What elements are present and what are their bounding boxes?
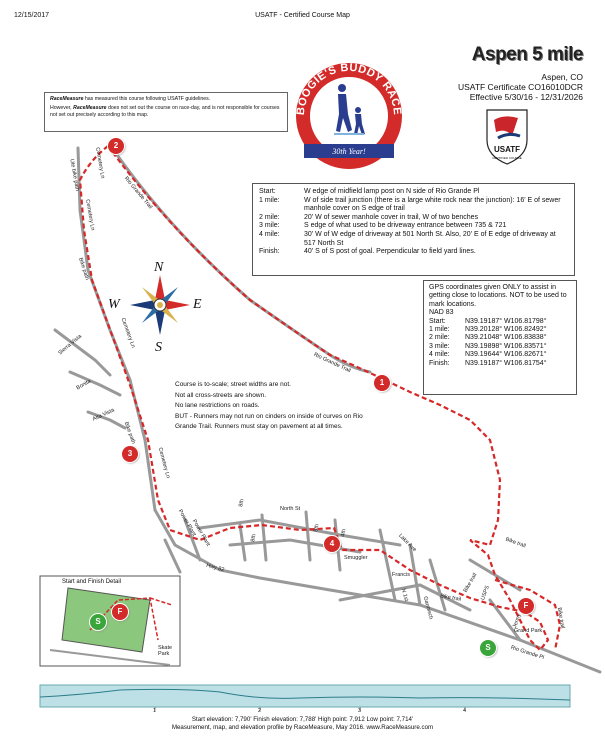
usatf-logo: USATF CERTIFIED COURSE — [486, 109, 528, 165]
gps-start-label: Start: — [429, 317, 446, 325]
course-note: Course is to-scale; street widths are no… — [175, 380, 385, 433]
gps-mile2-label: 2 mile: — [429, 334, 450, 342]
race-logo-banner: 30th Year! — [331, 147, 366, 156]
note-line2a: However, — [50, 105, 74, 112]
finish-label: Finish: — [259, 248, 280, 256]
mile1-desc: W of side trail junction (there is a lar… — [304, 196, 561, 213]
mile-marker-1: 1 — [374, 375, 390, 391]
gps-coordinates: GPS coordinates given ONLY to assist in … — [423, 280, 577, 395]
compass-rose — [130, 275, 190, 335]
street-north-st: North St — [280, 506, 301, 512]
note-brand: RaceMeasure — [50, 96, 84, 102]
header-title: USATF - Certified Course Map — [255, 12, 350, 19]
finish-desc: 40' S of S post of goal. Perpendicular t… — [304, 248, 476, 256]
compass-n: N — [154, 260, 164, 275]
mile3-label: 3 mile: — [259, 222, 280, 230]
gps-datum: NAD 83 — [429, 309, 454, 317]
race-logo: BOOGIE'S BUDDY RACE 30th Year! — [295, 62, 403, 169]
racemeasure-note: RaceMeasure has measured this course fol… — [44, 92, 288, 132]
start-finish-detail — [39, 575, 181, 667]
mile1-label: 1 mile: — [259, 196, 280, 204]
profile-tick-2: 2 — [258, 708, 262, 714]
detail-start-marker: S — [90, 614, 106, 630]
street-francis: Francis — [392, 572, 411, 578]
mile4-label: 4 mile: — [259, 230, 280, 238]
street-skate-park: Skate Park — [158, 645, 173, 657]
gps-mile1-label: 1 mile: — [429, 326, 450, 334]
gps-mile1: N39.20128° W106.82492° — [465, 326, 547, 334]
mile4-desc: 30' W of W edge of driveway at 501 North… — [304, 230, 556, 247]
gps-finish: N39.19187° W106.81754° — [465, 359, 547, 367]
course-note-2: Not all cross-streets are shown. — [175, 391, 267, 399]
gps-intro: GPS coordinates given ONLY to assist in … — [429, 284, 567, 308]
detail-finish-marker: F — [112, 604, 128, 620]
start-label: Start: — [259, 188, 276, 195]
finish-marker: F — [518, 598, 534, 614]
gps-start: N39.19187° W106.81798° — [465, 317, 547, 325]
gps-mile4-label: 4 mile: — [429, 351, 450, 359]
profile-tick-1: 1 — [153, 708, 157, 714]
start-marker: S — [480, 640, 496, 656]
course-note-1: Course is to-scale; street widths are no… — [175, 381, 291, 388]
gps-mile3-label: 3 mile: — [429, 342, 450, 350]
map-title: Aspen 5 mile — [471, 44, 584, 65]
gps-mile2: N39.21048° W106.83838° — [465, 334, 547, 342]
footer-credit: Measurement, map, and elevation profile … — [171, 724, 434, 731]
note-brand-2: RaceMeasure — [73, 105, 107, 112]
usatf-text: USATF — [494, 145, 520, 154]
gps-mile3: N39.19898° W106.83571° — [465, 342, 547, 350]
street-grand-park: Grand Park — [514, 628, 543, 634]
compass-s: S — [155, 340, 162, 355]
mile2-label: 2 mile: — [259, 213, 280, 221]
mile-marker-4: 4 — [324, 536, 340, 552]
note-line1: has measured this course following USATF… — [83, 96, 211, 102]
footer-elevation: Start elevation: 7,790' Finish elevation… — [191, 716, 414, 723]
compass-e: E — [193, 297, 202, 312]
mile3-desc: S edge of what used to be driveway entra… — [304, 222, 507, 230]
street-smuggler: Smuggler — [344, 555, 368, 561]
mile2-desc: 20' W of sewer manhole cover in trail, W… — [304, 213, 479, 221]
course-note-3: No lane restrictions on roads. — [175, 402, 260, 409]
compass-w: W — [108, 297, 120, 312]
mile-marker-2: 2 — [108, 138, 124, 154]
usatf-sub: CERTIFIED COURSE — [492, 156, 521, 160]
start-desc: W edge of midfield lamp post on N side o… — [304, 188, 480, 195]
cert-number: USATF Certificate CO16010DCR — [457, 82, 583, 92]
gps-mile4: N39.19644° W106.82671° — [465, 351, 547, 359]
gps-finish-label: Finish: — [429, 359, 450, 367]
note-line2b: does not set out the course on race-day,… — [50, 105, 280, 118]
mile-marker-3: 3 — [122, 446, 138, 462]
detail-title: Start and Finish Detail — [62, 579, 122, 585]
cert-location: Aspen, CO — [541, 72, 583, 82]
profile-tick-4: 4 — [463, 708, 467, 714]
mile-descriptions: Start: W edge of midfield lamp post on N … — [252, 183, 575, 276]
course-note-4: BUT - Runners may not run on cinders on … — [175, 412, 363, 431]
header-date: 12/15/2017 — [14, 12, 50, 19]
cert-effective: Effective 5/30/16 - 12/31/2026 — [469, 92, 583, 102]
profile-tick-3: 3 — [358, 708, 362, 714]
